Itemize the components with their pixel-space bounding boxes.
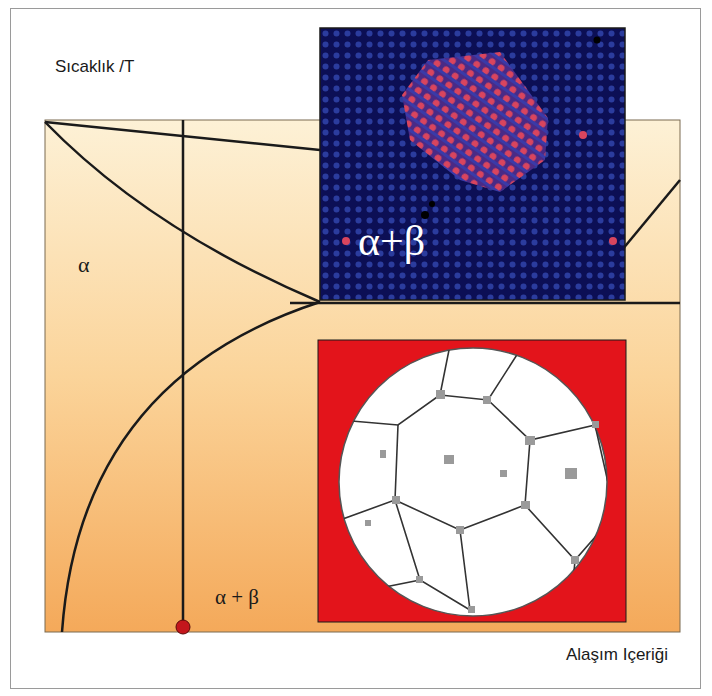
axis-label: Sıcaklık /T	[55, 57, 134, 77]
phase-label: α + β	[215, 585, 259, 610]
phase-label: α	[78, 252, 90, 278]
axis-label: Alaşım Içeriği	[566, 645, 668, 665]
inset-panel: α+β	[320, 28, 625, 300]
phase-label: α+β	[358, 218, 425, 264]
